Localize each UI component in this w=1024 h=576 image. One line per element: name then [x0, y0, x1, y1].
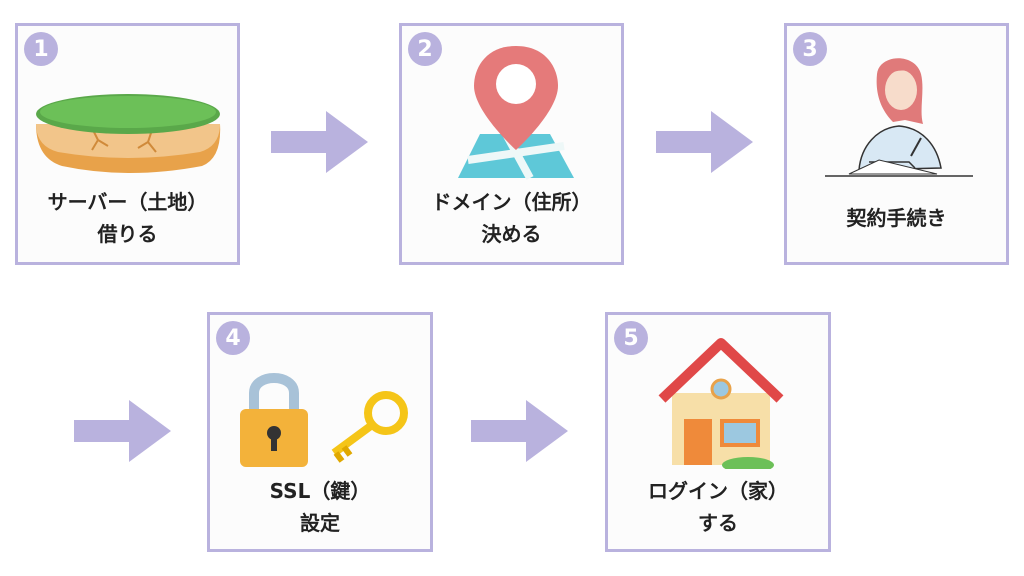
step-label-5-line2: する [698, 511, 738, 535]
map-pin-icon [458, 46, 574, 180]
arrow-right-icon [271, 111, 368, 173]
step-card-4: 4 SSL（鍵） 設定 [207, 312, 433, 552]
step-label-1-line1: サーバー（土地） [47, 190, 208, 214]
woman-signing-contract-icon [825, 58, 973, 177]
step-number-badge-2: 2 [408, 32, 442, 66]
step-label-5: ログイン（家） する [608, 475, 828, 539]
step-label-4: SSL（鍵） 設定 [210, 475, 430, 539]
step-label-4-line1: SSL（鍵） [269, 479, 371, 503]
step-label-2-line1: ドメイン（住所） [431, 190, 592, 214]
step-card-3: 3 契約手続き [784, 23, 1009, 265]
step-label-3-line1: 契約手続き [846, 206, 947, 230]
step-label-2-line2: 決める [481, 222, 542, 246]
step-label-4-line2: 設定 [300, 511, 340, 535]
step-number-badge-3: 3 [793, 32, 827, 66]
arrow-right-icon [471, 400, 568, 462]
step-card-1: 1 サーバー（土地） 借りる [15, 23, 240, 265]
step-label-3: 契約手続き [787, 202, 1006, 234]
step-label-1-line2: 借りる [97, 222, 158, 246]
land-soil-icon [36, 94, 221, 173]
step-label-1: サーバー（土地） 借りる [18, 186, 237, 250]
step-label-2: ドメイン（住所） 決める [402, 186, 621, 250]
step-card-5: 5 ログイン（家） する [605, 312, 831, 552]
lock-and-key-icon [240, 373, 408, 467]
step-label-5-line1: ログイン（家） [648, 479, 788, 503]
step-number-badge-1: 1 [24, 32, 58, 66]
step-number-badge-4: 4 [216, 321, 250, 355]
step-number-badge-5: 5 [614, 321, 648, 355]
arrow-right-icon [74, 400, 171, 462]
arrow-right-icon [656, 111, 753, 173]
step-card-2: 2 ドメイン（住所） 決める [399, 23, 624, 265]
house-icon [658, 338, 784, 469]
